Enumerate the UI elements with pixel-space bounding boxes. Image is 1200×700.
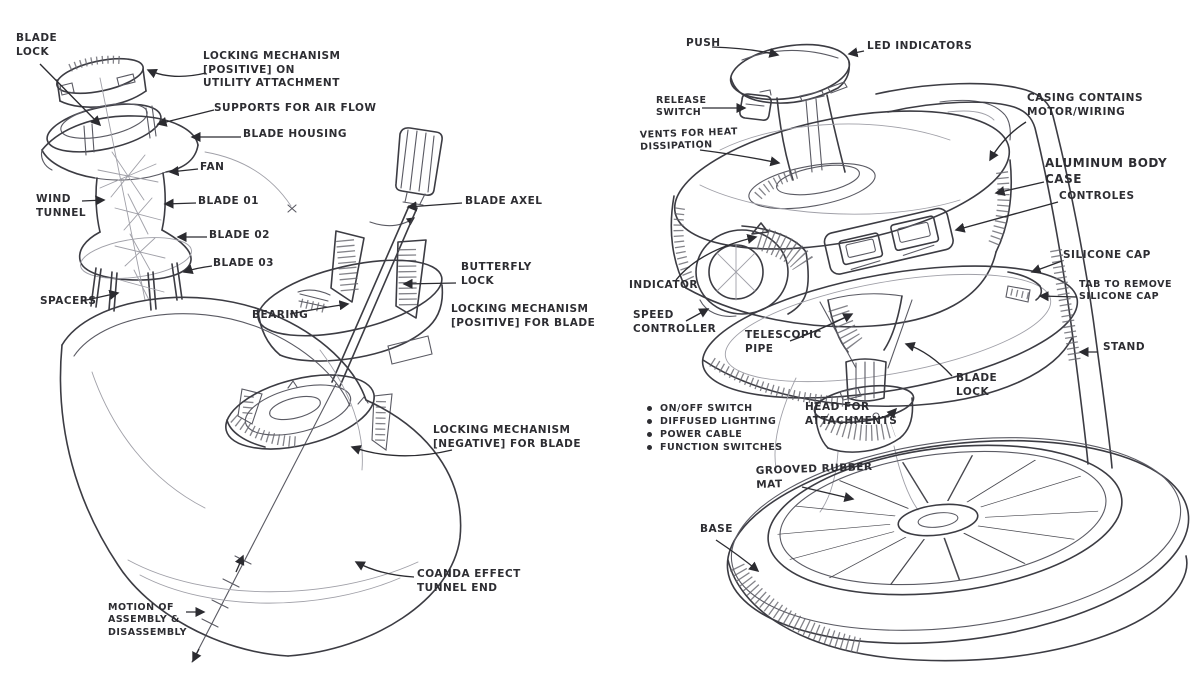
label-fan: FAN — [200, 161, 225, 173]
bullet-icon — [647, 419, 652, 424]
label-blade-axel: BLADE AXEL — [465, 195, 543, 207]
label-bearing: BEARING — [252, 309, 309, 321]
label-spacers: SPACERS — [40, 295, 97, 307]
list-item: ON/OFF SWITCH — [647, 403, 783, 414]
right-sketch-push-knob — [729, 43, 876, 210]
list-item: POWER CABLE — [647, 429, 783, 440]
label-aluminum-body-case: ALUMINUM BODY CASE — [1045, 156, 1168, 186]
bullet-icon — [647, 406, 652, 411]
label-blade-01: BLADE 01 — [198, 195, 259, 207]
bullet-icon — [647, 432, 652, 437]
feature-list: ON/OFF SWITCH DIFFUSED LIGHTING POWER CA… — [647, 403, 783, 455]
label-telescopic-pipe: TELESCOPIC PIPE — [745, 329, 822, 355]
label-tab-to-remove-silicone-cap: TAB TO REMOVE SILICONE CAP — [1079, 279, 1172, 303]
label-coanda-effect-tunnel-end: COANDA EFFECT TUNNEL END — [417, 568, 521, 594]
right-sketch-base — [726, 437, 1190, 662]
label-blade-02: BLADE 02 — [209, 229, 270, 241]
feature-item-label: POWER CABLE — [660, 429, 743, 440]
label-blade-lock-left: BLADE LOCK — [16, 32, 58, 58]
feature-item-label: ON/OFF SWITCH — [660, 403, 753, 414]
left-sketch-axel-assembly — [191, 127, 444, 663]
list-item: FUNCTION SWITCHES — [647, 442, 783, 453]
leader-arrows — [39, 46, 1098, 618]
right-sketch-stand — [875, 82, 1113, 469]
label-blade-03: BLADE 03 — [213, 257, 274, 269]
list-item: DIFFUSED LIGHTING — [647, 416, 783, 427]
label-locking-mechanism-positive-blade: LOCKING MECHANISM [POSITIVE] FOR BLADE — [451, 303, 596, 329]
label-base: BASE — [700, 523, 733, 535]
label-head-for-attachments: HEAD FOR ATTACHMENTS — [805, 401, 898, 427]
label-grooved-rubber-mat: GROOVED RUBBER MAT — [755, 460, 873, 491]
right-sketch-body-case — [670, 99, 1013, 328]
label-blade-housing: BLADE HOUSING — [243, 128, 347, 140]
label-push: PUSH — [686, 37, 721, 49]
label-supports-for-air-flow: SUPPORTS FOR AIR FLOW — [214, 102, 377, 114]
right-sketch-mid-plate — [701, 265, 1079, 513]
label-vents-for-heat: VENTS FOR HEAT DISSIPATION — [639, 126, 739, 154]
label-stand: STAND — [1103, 341, 1146, 353]
left-sketch-coanda-tunnel — [59, 296, 462, 657]
fan-blade-lines — [97, 77, 166, 303]
label-indicator: INDICATOR — [629, 279, 699, 291]
control-buttons — [823, 207, 954, 275]
label-casing-contains-motor-wiring: CASING CONTAINS MOTOR/WIRING — [1027, 92, 1144, 118]
mat-grooves — [777, 455, 1099, 585]
label-release-switch: RELEASE SWITCH — [656, 95, 707, 119]
label-locking-mechanism-positive-utility: LOCKING MECHANISM [POSITIVE] ON UTILITY … — [203, 50, 341, 90]
label-silicone-cap: SILICONE CAP — [1063, 249, 1151, 261]
bullet-icon — [647, 445, 652, 450]
label-led-indicators: LED INDICATORS — [867, 40, 973, 52]
label-wind-tunnel: WIND TUNNEL — [36, 193, 87, 219]
left-sketch-blade-housing-unit — [40, 55, 297, 312]
label-motion-of-assembly: MOTION OF ASSEMBLY & DISASSEMBLY — [108, 602, 188, 638]
label-butterfly-lock: BUTTERFLY LOCK — [461, 261, 532, 287]
label-controles: CONTROLES — [1059, 190, 1135, 202]
feature-item-label: FUNCTION SWITCHES — [660, 442, 783, 453]
label-locking-mechanism-negative-blade: LOCKING MECHANISM [NEGATIVE] FOR BLADE — [433, 424, 582, 450]
feature-item-label: DIFFUSED LIGHTING — [660, 416, 777, 427]
label-speed-controller: SPEED CONTROLLER — [633, 309, 717, 335]
label-blade-lock-right: BLADE LOCK — [956, 372, 998, 398]
